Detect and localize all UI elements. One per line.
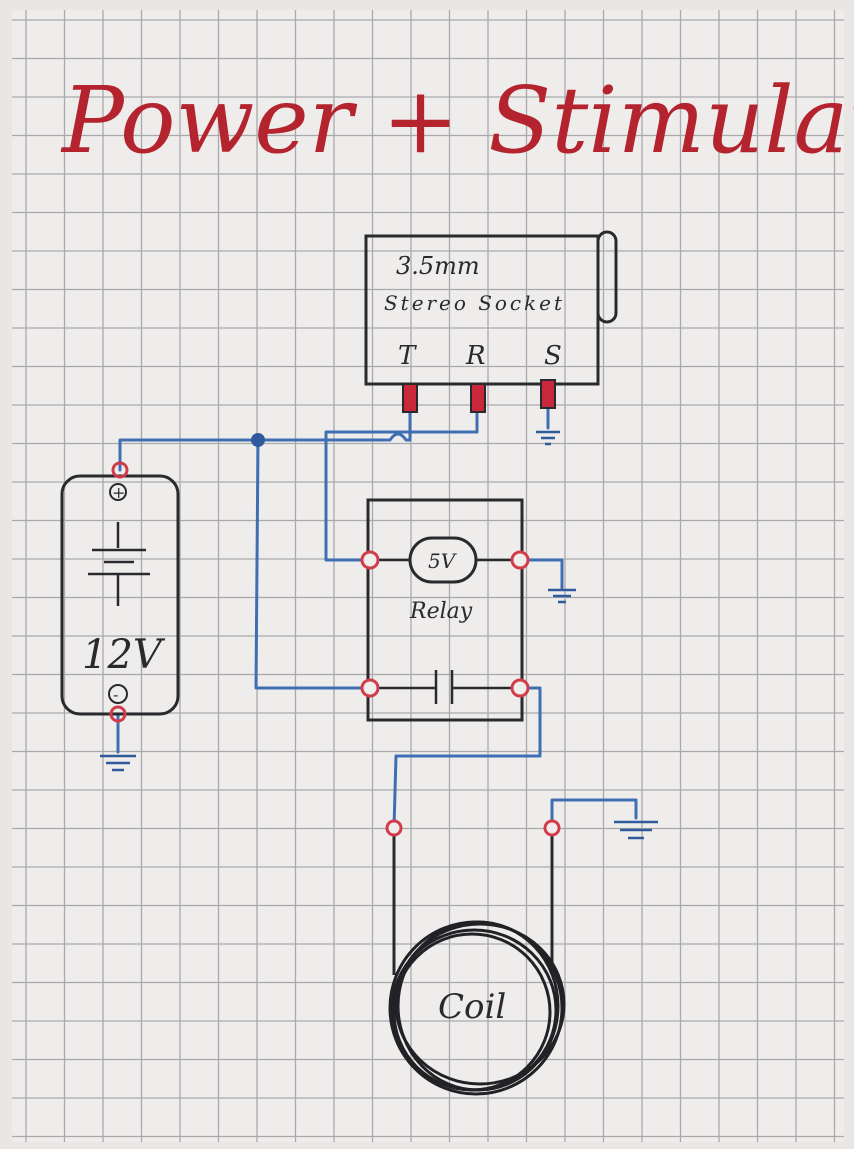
battery-symbol-icon (88, 522, 150, 606)
coil-terminal-left (385, 819, 403, 837)
socket-barrel (596, 230, 618, 324)
wire-contact-to-coil (392, 686, 542, 830)
ground-icon (100, 754, 136, 772)
coil-winding-icon (388, 920, 566, 1096)
relay-terminal-contact-in (360, 678, 380, 698)
wire-ring-to-relay (324, 408, 479, 562)
socket-pin-sleeve (540, 379, 556, 409)
relay-name: Relay (409, 599, 473, 624)
stereo-socket: 3.5mm Stereo Socket T R S (364, 230, 618, 413)
battery-positive-mark: + (112, 483, 125, 502)
coil: Coil (385, 819, 566, 1096)
battery-voltage: 12V (82, 632, 166, 678)
socket-pin-label-s: S (544, 341, 562, 371)
relay-coil-icon (408, 536, 478, 584)
socket-pin-ring (470, 383, 486, 413)
socket-pin-label-r: R (465, 341, 486, 371)
relay: 5V Relay (360, 498, 530, 722)
battery-negative-mark: - (113, 685, 118, 704)
page-title: Power + Stimulation (60, 67, 854, 174)
wire-battery-positive (118, 410, 412, 472)
relay-terminal-coil-out (510, 550, 530, 570)
wire-junction-to-contact (254, 438, 372, 690)
battery: + 12V - (60, 461, 180, 723)
socket-pin-label-t: T (398, 341, 417, 371)
battery-negative-mark-ring (108, 684, 128, 704)
ground-icon (614, 820, 658, 840)
relay-terminal-contact-out (510, 678, 530, 698)
relay-coil-voltage: 5V (428, 549, 458, 573)
wiring (116, 403, 638, 830)
socket-label-type: Stereo Socket (384, 291, 563, 315)
socket-pin-tip (402, 383, 418, 413)
battery-positive-terminal (111, 461, 129, 479)
socket-label-size: 3.5mm (396, 252, 480, 280)
junction-dot (251, 433, 265, 447)
coil-terminal-right (543, 819, 561, 837)
relay-contact-icon (377, 670, 513, 704)
ground-icon (548, 588, 576, 604)
battery-positive-mark-ring (109, 483, 127, 501)
wire-coil-ground (550, 798, 638, 830)
coil-name: Coil (438, 987, 506, 1027)
relay-body (366, 498, 524, 722)
relay-terminal-coil-in (360, 550, 380, 570)
ground-icon (536, 430, 560, 446)
battery-negative-terminal (109, 705, 127, 723)
wire-relay-ground (518, 558, 564, 590)
